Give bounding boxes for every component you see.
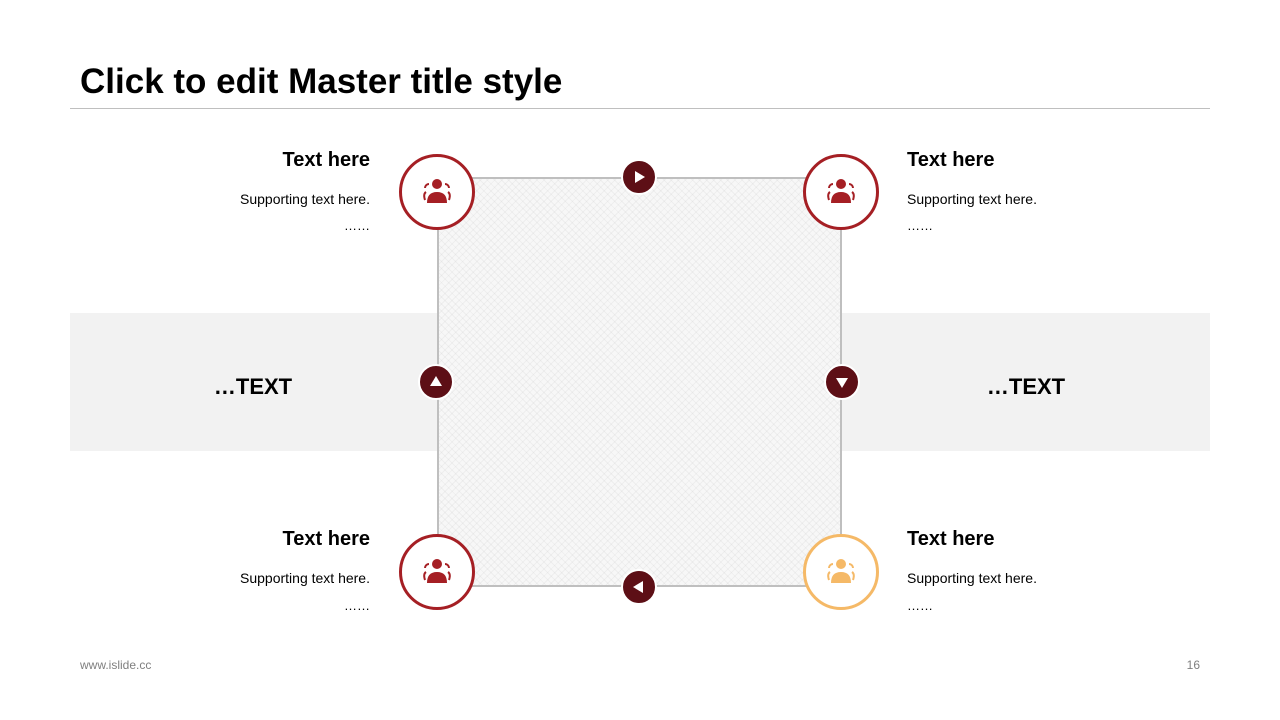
users-icon [423, 179, 451, 203]
footer-url: www.islide.cc [80, 658, 152, 672]
node-bottom-left[interactable] [399, 534, 475, 610]
dots-top-left: …… [344, 218, 370, 233]
users-icon [827, 559, 855, 583]
dots-bottom-left: …… [344, 598, 370, 613]
users-icon [827, 179, 855, 203]
support-bottom-right[interactable]: Supporting text here. [907, 570, 1037, 586]
heading-top-right[interactable]: Text here [907, 149, 995, 171]
band-label-left[interactable]: …TEXT [213, 374, 293, 399]
node-top-left[interactable] [399, 154, 475, 230]
heading-bottom-right[interactable]: Text here [907, 528, 995, 550]
title-divider [70, 108, 1210, 109]
dots-bottom-right: …… [907, 598, 933, 613]
slide-title[interactable]: Click to edit Master title style [80, 62, 563, 101]
band-label-right[interactable]: …TEXT [986, 374, 1066, 399]
cycle-frame [437, 177, 842, 587]
support-top-right[interactable]: Supporting text here. [907, 191, 1037, 207]
heading-bottom-left[interactable]: Text here [282, 528, 370, 550]
users-icon [423, 559, 451, 583]
arrow-right-icon [621, 159, 657, 195]
page-number: 16 [1186, 658, 1200, 672]
dots-top-right: …… [907, 218, 933, 233]
arrow-down-icon [824, 364, 860, 400]
arrow-up-icon [418, 364, 454, 400]
arrow-left-icon [621, 569, 657, 605]
heading-top-left[interactable]: Text here [282, 149, 370, 171]
support-bottom-left[interactable]: Supporting text here. [240, 570, 370, 586]
node-bottom-right[interactable] [803, 534, 879, 610]
node-top-right[interactable] [803, 154, 879, 230]
support-top-left[interactable]: Supporting text here. [240, 191, 370, 207]
